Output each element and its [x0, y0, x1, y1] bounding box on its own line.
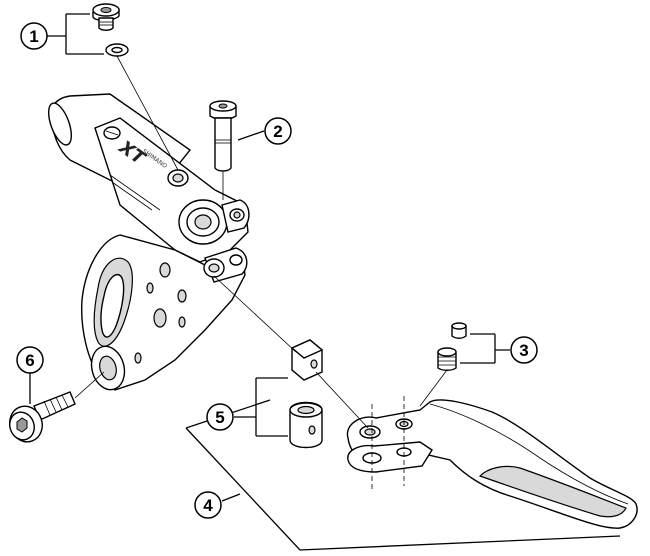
assembly-lines	[74, 55, 448, 492]
callout-5-label: 5	[215, 408, 224, 427]
callout-3: 3	[510, 336, 538, 364]
callout-6: 6	[16, 346, 44, 374]
callout-3-label: 3	[519, 341, 528, 360]
callout-2: 2	[264, 117, 292, 145]
callout-1-label: 1	[29, 27, 38, 46]
callout-2-label: 2	[273, 122, 282, 141]
o-ring-part-1	[105, 43, 129, 57]
callout-6-label: 6	[25, 351, 34, 370]
callout-4: 4	[194, 491, 222, 519]
bleed-screw-part-1	[92, 3, 120, 31]
callout-1: 1	[20, 22, 48, 50]
clamp-bolt-part-6	[9, 391, 76, 443]
bushings-part-5	[289, 339, 324, 449]
lever-body: XT SHIMANO	[47, 93, 250, 391]
pin-part-2	[209, 100, 237, 172]
callout-5: 5	[206, 403, 234, 431]
callout-4-label: 4	[203, 496, 213, 515]
set-screws-part-3	[437, 322, 467, 371]
lever-blade-part-4	[346, 399, 638, 529]
